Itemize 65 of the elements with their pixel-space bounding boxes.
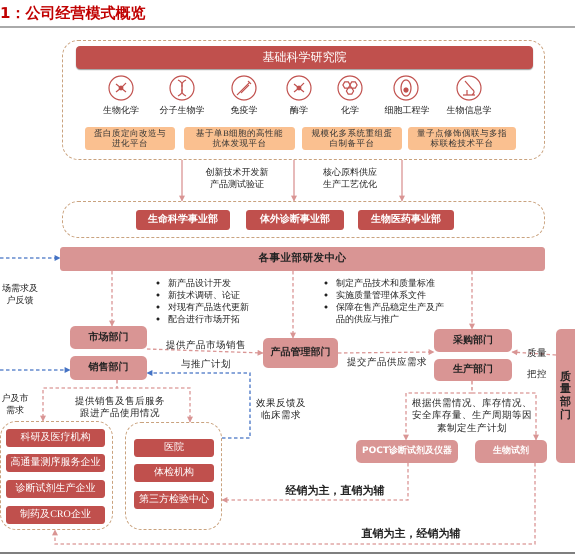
customer-box: 医院 [134,439,214,457]
division-box: 体外诊断事业部 [246,210,344,230]
arrow [221,463,409,503]
research-center-bar: 各事业部研发中心 [60,247,545,271]
arrow [0,367,71,373]
discipline-label: 生物化学 [103,104,139,116]
product-box: 生物试剂 [475,440,547,463]
department-box: 产品管理部门 [263,338,338,368]
product-box: POCT诊断试剂及仪器 [356,440,458,463]
arrow [146,370,251,439]
platform-box: 量子点修饰偶联与多指标联检技术平台 [408,127,516,150]
arrow [290,271,296,339]
department-box: 销售部门 [70,356,147,380]
arrow [511,349,556,356]
department-box: 采购部门 [434,329,512,352]
group-frame [62,201,545,238]
edge-label: 质量把控 [526,347,548,382]
arrow [0,255,61,261]
arrow-note: 创新技术开发新产品测试验证 [204,166,270,190]
arrow [338,349,435,356]
edge-label: 提供产品市场销售与推广计划 [166,339,246,372]
discipline-label: 免疫学 [230,104,258,116]
division-box: 生命科学事业部 [136,210,230,230]
discipline-label: 酶学 [289,104,309,116]
group-frame [0,421,113,530]
arrow [291,160,297,202]
note-text: 户及市需求 [0,392,30,416]
department-box: 市场部门 [70,326,147,349]
edge-label: 提交产品供应需求 [346,357,428,370]
customer-box: 科研及医疗机构 [6,429,105,447]
platform-box: 蛋白质定向改造与进化平台 [85,127,175,150]
institute-bar: 基础科学研究院 [76,46,533,69]
department-box: 生产部门 [434,359,512,381]
customer-box: 制药及CRO企业 [6,506,105,524]
customer-box: 诊断试剂生产企业 [6,480,105,498]
group-frame [125,422,222,530]
discipline-label: 化学 [340,104,360,116]
edge-label: 根据供需情况、库存情况、安全库存量、生产周期等因素制定生产计划 [412,398,532,436]
arrow [179,160,185,202]
arrow [399,160,405,202]
arrow [116,380,193,423]
platform-box: 规模化多系统重组蛋白制备平台 [302,127,402,150]
arrow [52,463,536,545]
customer-box: 第三方检验中心 [134,491,214,509]
discipline-label: 细胞工程学 [384,104,430,116]
platform-box: 基于单B细胞的高性能抗体发现平台 [184,127,295,150]
arrow [146,348,264,356]
title: 1：公司经营模式概览 [0,4,146,23]
department-box: 质量部门 [556,329,575,463]
edge-label: 经销为主，直销为辅 [284,484,386,498]
arrow [471,381,539,441]
bullet-item: 保障在售产品稳定生产及产品的供应与推广 [323,301,444,326]
arrow [469,271,475,330]
discipline-label: 分子生物学 [158,104,206,116]
group-frame [62,40,545,160]
edge-label: 提供销售及售后服务跟进产品使用情况 [74,396,166,421]
edge-label: 效果反馈及临床需求 [255,398,307,423]
customer-box: 高通量测序服务企业 [6,454,105,472]
arrow [109,271,115,327]
note-text: 场需求及户反馈 [1,282,39,306]
arrow-note: 核心原料供应生产工艺优化 [322,166,378,190]
discipline-label: 生物信息学 [446,104,492,116]
customer-box: 体检机构 [134,464,214,482]
division-box: 生物医药事业部 [358,210,454,230]
edge-label: 直销为主，经销为辅 [360,527,462,542]
